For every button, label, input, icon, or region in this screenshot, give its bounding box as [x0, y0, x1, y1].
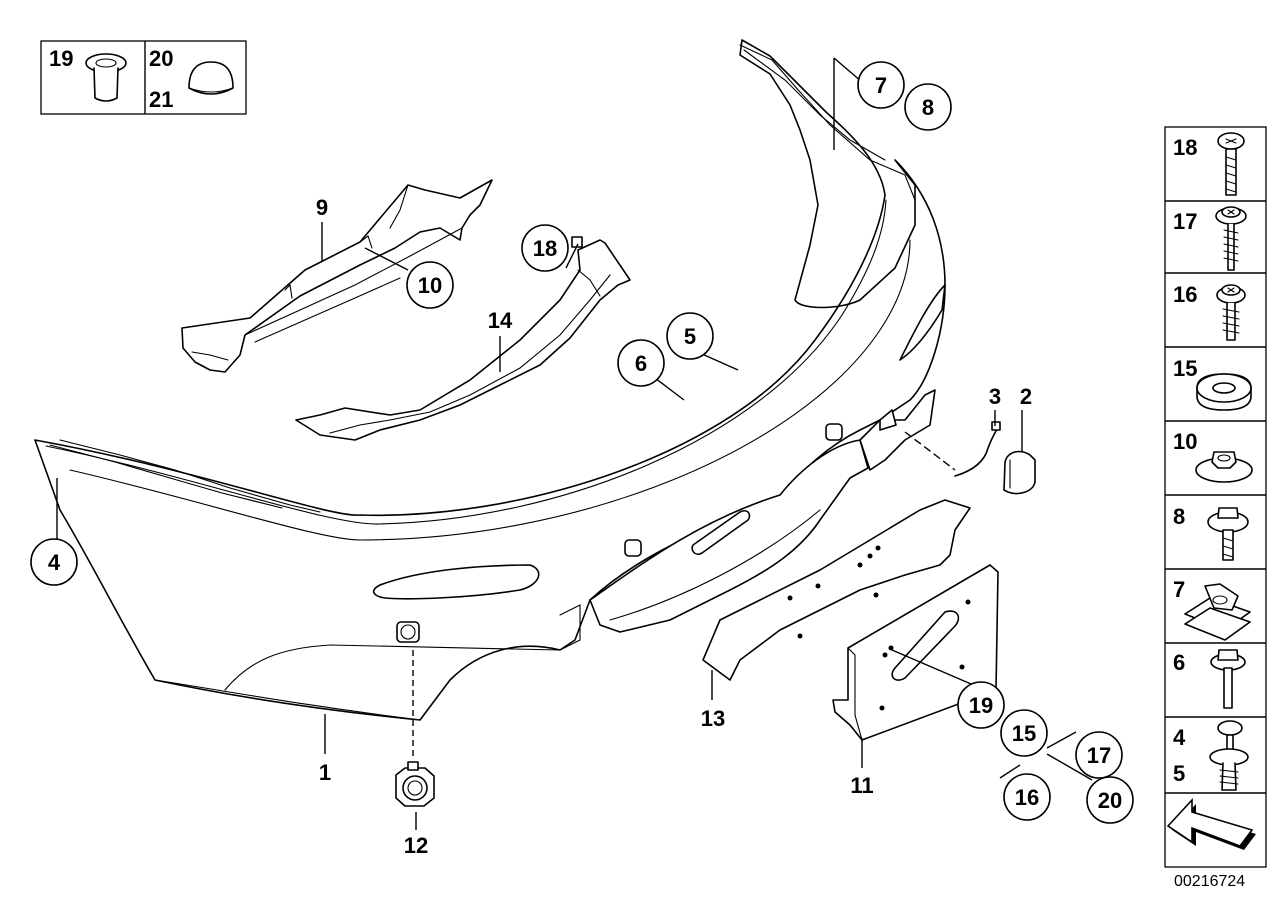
callout-20: 20: [1098, 788, 1122, 813]
callout-3: 3: [989, 384, 1001, 409]
wire-3: [954, 421, 1001, 477]
panel-label-7: 7: [1173, 577, 1185, 602]
fastener-panel: 18 17 16 15 10 8 7 6 4 5: [1164, 126, 1267, 868]
callout-13: 13: [701, 706, 725, 731]
panel-label-10: 10: [1173, 429, 1197, 454]
flange-bolt-icon: [1207, 507, 1249, 561]
screw-icon: [1217, 132, 1245, 196]
callout-10: 10: [418, 273, 442, 298]
callout-9: 9: [316, 195, 328, 220]
callout-19: 19: [969, 693, 993, 718]
panel-label-5: 5: [1173, 761, 1185, 786]
callout-6: 6: [635, 351, 647, 376]
callout-8: 8: [922, 95, 934, 120]
clip-nut-icon: [1184, 583, 1251, 641]
inset-label-21: 21: [149, 87, 173, 112]
bumper-cover-part: [34, 39, 946, 721]
callout-11: 11: [850, 773, 873, 798]
inset-label-19: 19: [49, 46, 73, 71]
tow-eye-cover-2: [1003, 450, 1036, 495]
panel-label-15: 15: [1173, 356, 1197, 381]
panel-label-8: 8: [1173, 504, 1185, 529]
callout-18: 18: [533, 236, 557, 261]
flat-washer-icon: [1196, 373, 1252, 411]
callout-17: 17: [1087, 743, 1111, 768]
reference-number: 00216724: [1174, 873, 1245, 890]
callout-1: 1: [319, 760, 331, 785]
bushing-icon: [85, 53, 127, 102]
inset-label-20: 20: [149, 46, 173, 71]
flange-nut-icon: [1195, 451, 1253, 483]
washer-screw-icon: [1216, 284, 1246, 341]
callout-5: 5: [684, 324, 696, 349]
callouts: 1 13 11 12 9 14 3 2 4 10 18 6 5 7 8 19 1…: [30, 61, 1134, 858]
callout-4: 4: [48, 550, 61, 575]
callout-16: 16: [1015, 785, 1039, 810]
forward-arrow-icon: [1166, 797, 1256, 850]
callout-2: 2: [1020, 384, 1032, 409]
license-plate-bracket-11: [832, 564, 999, 741]
expansion-rivet-icon: [1209, 720, 1249, 791]
panel-label-18: 18: [1173, 135, 1197, 160]
callout-7: 7: [875, 73, 887, 98]
license-trim-panel-13: [702, 499, 971, 681]
washer-screw-icon: [1215, 206, 1247, 271]
inner-bracket-9: [181, 179, 493, 373]
callout-15: 15: [1012, 721, 1036, 746]
callout-12: 12: [404, 833, 428, 858]
panel-label-16: 16: [1173, 282, 1197, 307]
park-sensor-12: [395, 761, 435, 807]
callout-14: 14: [488, 308, 513, 333]
panel-label-6: 6: [1173, 650, 1185, 675]
cap-icon: [188, 61, 234, 95]
panel-label-17: 17: [1173, 209, 1197, 234]
bumper-carrier-14: [295, 236, 631, 441]
leader-lines: [56, 57, 1093, 830]
flange-bolt-icon: [1210, 649, 1246, 709]
panel-label-4: 4: [1173, 725, 1186, 750]
inset-box: 19 20 21: [40, 40, 247, 115]
